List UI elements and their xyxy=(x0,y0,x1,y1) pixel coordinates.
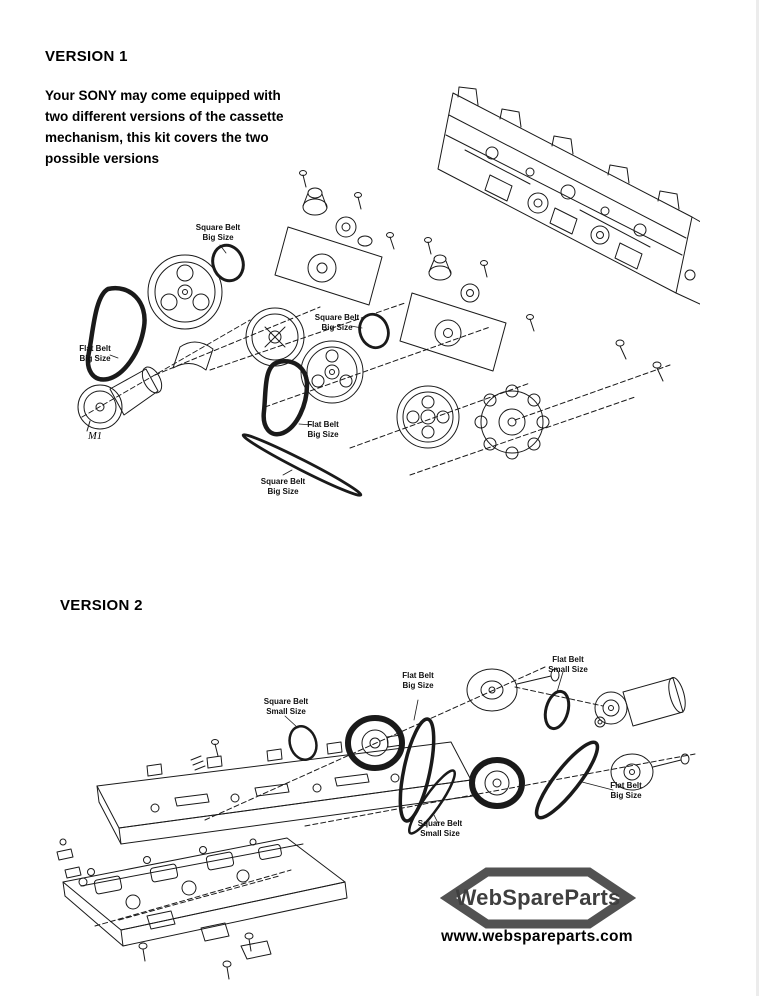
intro-text: Your SONY may come equipped with two dif… xyxy=(45,88,284,166)
square-belt-big-loop-1 xyxy=(211,243,245,283)
axis-lines xyxy=(94,666,696,927)
flat-belt-big-loop-1 xyxy=(85,285,147,382)
hexagon-badge-icon xyxy=(440,867,636,929)
label-motor-m1: M1 xyxy=(88,431,102,442)
label-flat-belt-small: Flat Belt Small Size xyxy=(548,655,588,674)
flat-belt-big-loop-1 xyxy=(398,717,436,823)
square-belt-small-loop-2 xyxy=(407,769,457,835)
version1-heading: VERSION 1 xyxy=(45,48,128,65)
back-panel xyxy=(437,86,700,305)
axis-lines xyxy=(81,302,671,476)
page-edge-artifact xyxy=(756,0,759,996)
leader-lines xyxy=(284,671,614,826)
pulley-dark-rim-2 xyxy=(469,757,525,809)
label-square-belt-small-bottom: Square Belt Small Size xyxy=(417,819,463,838)
version2-drawing xyxy=(56,666,696,980)
label-flat-belt-big-top: Flat Belt Big Size xyxy=(402,671,434,690)
chassis-plate xyxy=(96,734,474,845)
label-flat-belt-big-right: Flat Belt Big Size xyxy=(610,781,642,800)
screws xyxy=(386,232,664,382)
label-flat-belt-big-left: Flat Belt Big Size xyxy=(79,344,111,363)
leader-lines xyxy=(109,244,363,476)
clamp-piece xyxy=(172,341,214,371)
pulley-white-top xyxy=(466,668,560,712)
pulley-mid-1 xyxy=(245,307,305,367)
pulley-holes xyxy=(396,385,460,449)
pulley-white-right xyxy=(610,753,690,791)
pulley-dark-rim-1 xyxy=(345,715,405,771)
version1-drawing xyxy=(77,86,700,497)
pulley-mid-2 xyxy=(300,340,364,404)
base-assembly xyxy=(56,837,348,980)
square-belt-big-loop-3 xyxy=(241,433,363,497)
motor-m1 xyxy=(77,366,163,432)
label-square-belt-big-bottom: Square Belt Big Size xyxy=(260,477,306,496)
brand-name: WebSpareParts xyxy=(455,885,621,910)
pulley-large-spoked xyxy=(147,254,223,330)
mechanism-block-1 xyxy=(274,170,383,306)
flat-belt-big-loop-2 xyxy=(261,359,310,437)
label-flat-belt-big-mid: Flat Belt Big Size xyxy=(307,420,339,439)
flat-belt-big-loop-2 xyxy=(534,740,600,820)
spring-and-screw xyxy=(190,739,219,771)
label-square-belt-big-mid: Square Belt Big Size xyxy=(314,313,360,332)
label-square-belt-big-top: Square Belt Big Size xyxy=(195,223,241,242)
gear-wheel xyxy=(474,384,550,460)
website-url: www.webspareparts.com xyxy=(441,928,633,945)
webspareparts-logo: WebSpareParts xyxy=(440,866,636,930)
square-belt-big-loop-2 xyxy=(358,312,390,350)
mechanism-block-2 xyxy=(399,237,507,372)
flat-belt-small-loop xyxy=(543,689,571,731)
square-belt-small-loop-1 xyxy=(288,725,318,761)
label-square-belt-small-left: Square Belt Small Size xyxy=(263,697,309,716)
motor xyxy=(594,677,686,728)
version2-heading: VERSION 2 xyxy=(60,597,143,614)
